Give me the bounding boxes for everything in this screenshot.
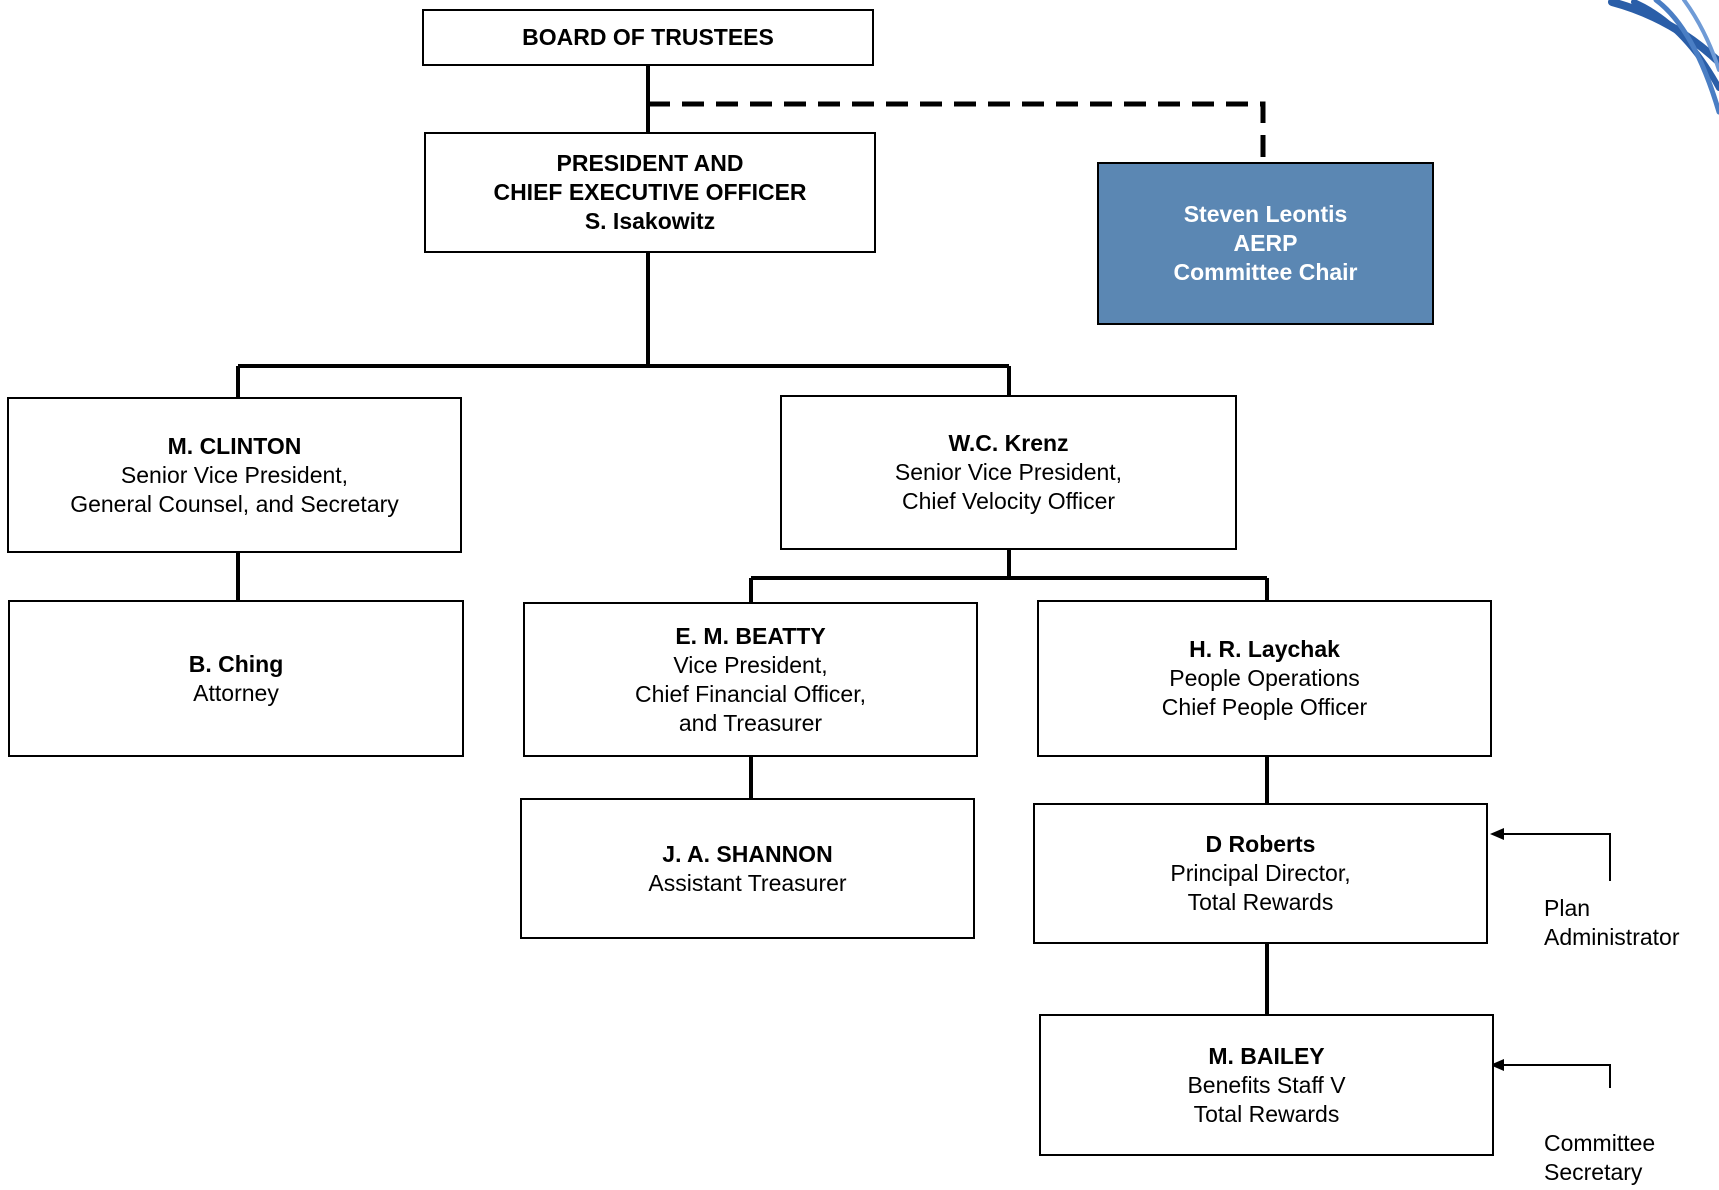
krenz-name: W.C. Krenz bbox=[948, 430, 1069, 456]
bailey-title-line1: Benefits Staff V bbox=[1187, 1071, 1346, 1098]
beatty-title-line3: and Treasurer bbox=[678, 709, 823, 736]
dashed-connector-aerp bbox=[648, 101, 1266, 162]
aerp-committee-chair-box: Steven Leontis AERP Committee Chair bbox=[1097, 162, 1434, 325]
krenz-title-line1: Senior Vice President, bbox=[894, 459, 1123, 485]
krenz-title-line2: Chief Velocity Officer bbox=[901, 488, 1116, 514]
clinton-name: M. CLINTON bbox=[167, 432, 302, 459]
ceo-name: S. Isakowitz bbox=[584, 208, 716, 234]
clinton-box: M. CLINTON Senior Vice President, Genera… bbox=[7, 397, 462, 553]
arrowhead-committee-secretary bbox=[1490, 1059, 1504, 1071]
roberts-title-line1: Principal Director, bbox=[1170, 860, 1351, 886]
laychak-name: H. R. Laychak bbox=[1189, 636, 1340, 662]
beatty-box: E. M. BEATTY Vice President, Chief Finan… bbox=[523, 602, 978, 757]
arrow-plan-admin bbox=[1502, 833, 1611, 881]
board-title: BOARD OF TRUSTEES bbox=[522, 24, 774, 50]
clinton-title-line2: General Counsel, and Secretary bbox=[70, 490, 399, 517]
clinton-title-line1: Senior Vice President, bbox=[120, 461, 349, 488]
aerp-chair-name: Steven Leontis bbox=[1183, 201, 1348, 227]
laychak-title-line2: Chief People Officer bbox=[1161, 694, 1368, 720]
krenz-box: W.C. Krenz Senior Vice President, Chief … bbox=[780, 395, 1237, 550]
beatty-title-line2: Chief Financial Officer, bbox=[635, 680, 866, 707]
arrowhead-plan-admin bbox=[1490, 828, 1504, 840]
shannon-name: J. A. SHANNON bbox=[662, 840, 833, 867]
laychak-box: H. R. Laychak People Operations Chief Pe… bbox=[1037, 600, 1492, 757]
shannon-box: J. A. SHANNON Assistant Treasurer bbox=[520, 798, 975, 939]
roberts-name: D Roberts bbox=[1205, 831, 1316, 857]
plan-administrator-line1: Plan bbox=[1544, 895, 1591, 921]
shannon-title: Assistant Treasurer bbox=[648, 869, 847, 896]
ching-box: B. Ching Attorney bbox=[8, 600, 464, 757]
laychak-title-line1: People Operations bbox=[1169, 665, 1360, 691]
roberts-box: D Roberts Principal Director, Total Rewa… bbox=[1033, 803, 1488, 944]
beatty-title-line1: Vice President, bbox=[673, 651, 828, 678]
board-of-trustees-box: BOARD OF TRUSTEES bbox=[422, 9, 874, 66]
ching-title: Attorney bbox=[193, 679, 279, 706]
committee-secretary-line1: Committee bbox=[1544, 1130, 1656, 1156]
ceo-title-line1: PRESIDENT AND bbox=[556, 150, 744, 176]
ceo-title-line2: CHIEF EXECUTIVE OFFICER bbox=[493, 179, 807, 205]
ceo-box: PRESIDENT AND CHIEF EXECUTIVE OFFICER S.… bbox=[424, 132, 876, 253]
arrow-committee-secretary bbox=[1502, 1064, 1611, 1088]
ching-name: B. Ching bbox=[188, 650, 284, 677]
bailey-title-line2: Total Rewards bbox=[1193, 1100, 1340, 1127]
plan-administrator-caption: Plan Administrator bbox=[1544, 894, 1679, 952]
bailey-name: M. BAILEY bbox=[1208, 1042, 1325, 1069]
bailey-box: M. BAILEY Benefits Staff V Total Rewards bbox=[1039, 1014, 1494, 1156]
committee-secretary-caption: Committee Secretary bbox=[1544, 1129, 1655, 1187]
logo-swoosh-icon bbox=[1608, 0, 1719, 115]
beatty-name: E. M. BEATTY bbox=[675, 622, 826, 649]
committee-secretary-line2: Secretary bbox=[1544, 1159, 1643, 1185]
roberts-title-line2: Total Rewards bbox=[1187, 889, 1334, 915]
aerp-chair-line3: Committee Chair bbox=[1173, 259, 1358, 285]
aerp-chair-line2: AERP bbox=[1233, 230, 1298, 256]
plan-administrator-line2: Administrator bbox=[1544, 924, 1680, 950]
